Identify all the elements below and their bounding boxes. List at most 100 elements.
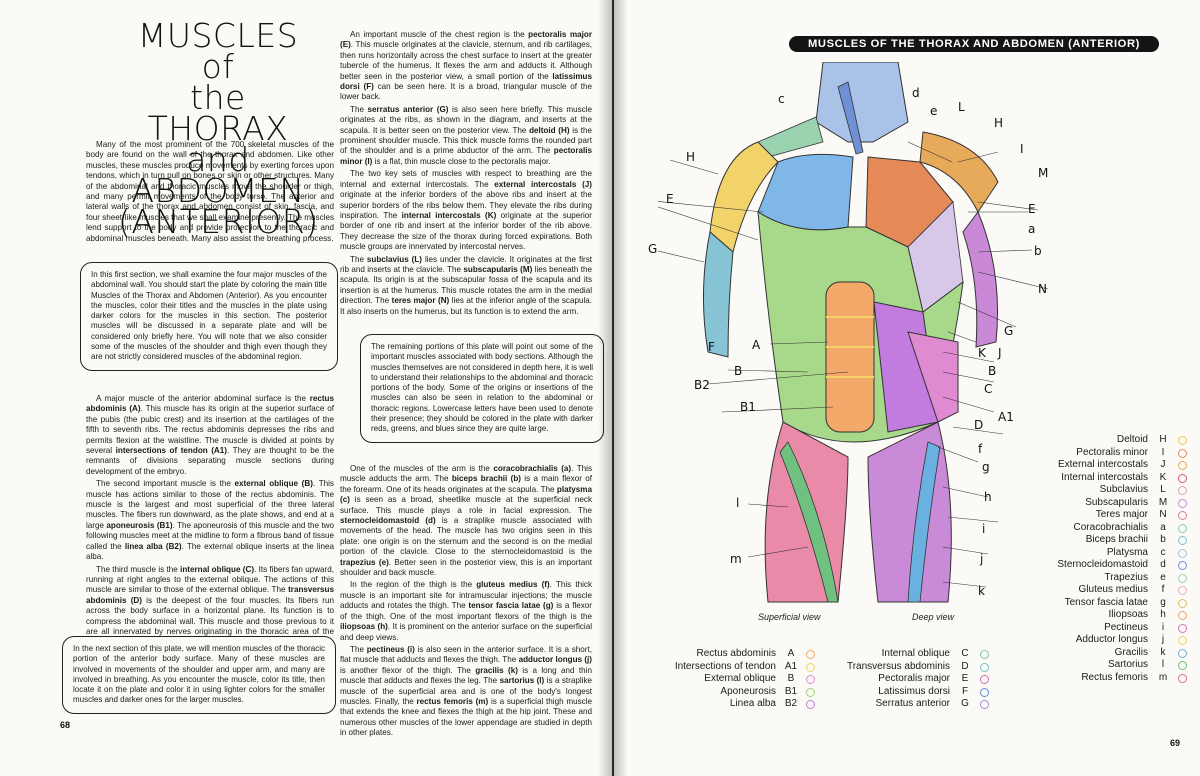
label-N: N (1038, 282, 1047, 296)
color-swatch-icon[interactable] (1178, 448, 1187, 458)
title-line: (ANTERIOR) (118, 202, 319, 241)
color-swatch-icon[interactable] (1178, 661, 1187, 670)
paragraph: The third muscle is the internal oblique… (86, 564, 334, 647)
paragraph: Many of the most prominent of the 700 sk… (86, 140, 334, 243)
color-swatch-icon[interactable] (806, 650, 815, 659)
color-swatch-icon[interactable] (1178, 623, 1187, 633)
column-2-top: An important muscle of the chest region … (340, 30, 592, 319)
color-swatch-icon[interactable] (1178, 536, 1187, 545)
color-swatch-icon[interactable] (980, 650, 989, 659)
paragraph: The second important muscle is the exter… (86, 479, 335, 562)
color-swatch-icon[interactable] (1178, 561, 1187, 570)
label-C: C (984, 382, 993, 396)
paragraph: The subclavius (L) lies under the clavic… (340, 254, 592, 316)
color-swatch-icon[interactable] (1178, 648, 1187, 658)
upper-arm-left (702, 231, 734, 358)
paragraph: The serratus anterior (G) is also seen h… (340, 104, 593, 166)
neck-platysma (815, 62, 909, 143)
color-swatch-icon[interactable] (1178, 511, 1187, 520)
paragraph: The two key sets of muscles with respect… (340, 169, 592, 252)
color-swatch-icon[interactable] (1178, 586, 1187, 595)
label-B2: B2 (694, 378, 710, 392)
sartorius-muscle (779, 441, 839, 603)
color-swatch-icon[interactable] (1178, 611, 1187, 620)
color-swatch-icon[interactable] (1178, 436, 1187, 445)
color-swatch-icon[interactable] (980, 675, 989, 684)
superficial-view-label: Superficial view (758, 612, 821, 622)
color-swatch-icon[interactable] (1178, 461, 1187, 470)
label-G-left: G (648, 242, 658, 256)
instruction-box-2: In the next section of this plate, we wi… (62, 636, 336, 714)
label-j: j (980, 552, 984, 566)
label-g: g (982, 460, 990, 474)
color-swatch-icon[interactable] (1178, 636, 1187, 645)
color-swatch-icon[interactable] (806, 675, 815, 684)
label-a: a (1028, 222, 1036, 236)
color-swatch-icon[interactable] (806, 662, 815, 672)
color-swatch-icon[interactable] (1178, 498, 1187, 508)
color-swatch-icon[interactable] (980, 700, 989, 709)
gracilis-muscle (907, 441, 941, 603)
rectus-abdominis-muscle (825, 281, 875, 433)
deep-view-label: Deep view (912, 612, 955, 622)
color-swatch-icon[interactable] (1178, 673, 1187, 683)
color-swatch-icon[interactable] (980, 687, 989, 697)
right-page: MUSCLES OF THE THORAX AND ABDOMEN (ANTER… (614, 0, 1200, 776)
paragraph: A major muscle of the anterior abdominal… (86, 394, 335, 476)
title-line: MUSCLES of (137, 16, 299, 86)
label-J: J (998, 346, 1002, 360)
color-swatch-icon[interactable] (806, 700, 815, 709)
label-F: F (708, 340, 715, 354)
label-d: d (912, 86, 920, 100)
column-1-body: A major muscle of the anterior abdominal… (86, 394, 334, 650)
left-page: MUSCLES of the THORAX and ABDOMEN (ANTER… (0, 0, 612, 776)
label-E-left: E (666, 192, 674, 206)
instruction-box-3: The remaining portions of this plate wil… (360, 334, 604, 443)
label-A1: A1 (998, 410, 1014, 424)
color-swatch-icon[interactable] (1178, 473, 1187, 483)
color-swatch-icon[interactable] (980, 662, 989, 672)
label-A: A (752, 338, 761, 352)
label-f: f (978, 442, 983, 456)
color-swatch-icon[interactable] (1178, 548, 1187, 558)
anatomy-figure (658, 62, 1049, 603)
label-H-left: H (686, 150, 696, 164)
color-swatch-icon[interactable] (1178, 486, 1187, 495)
color-swatch-icon[interactable] (1178, 598, 1187, 608)
label-B-right: B (988, 364, 997, 378)
label-h: h (984, 490, 992, 504)
page-number-left: 68 (60, 720, 71, 730)
color-swatch-icon[interactable] (1178, 573, 1187, 583)
box-text: In this first section, we shall examine … (91, 270, 327, 362)
label-k: k (978, 584, 985, 598)
color-swatch-icon[interactable] (1178, 523, 1187, 533)
color-swatch-icon[interactable] (806, 687, 815, 697)
page-number-right: 69 (1170, 738, 1181, 748)
label-b: b (1034, 244, 1042, 258)
label-i: i (982, 522, 986, 536)
